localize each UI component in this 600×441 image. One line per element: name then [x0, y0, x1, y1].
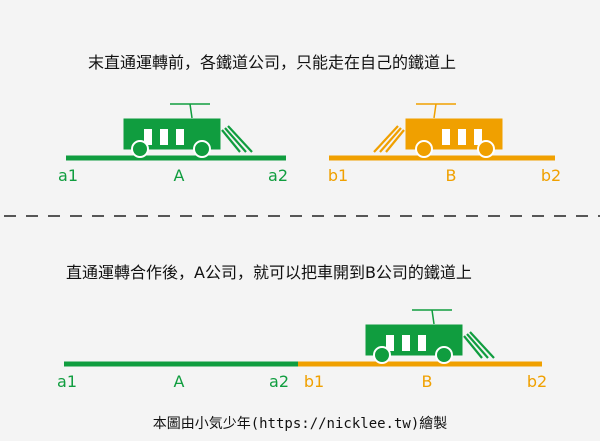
label-a1-top: a1 [58, 166, 78, 185]
label-b1-top: b1 [327, 166, 349, 185]
caption-after: 直通運轉合作後，A公司，就可以把車開到B公司的鐵道上 [66, 263, 472, 282]
tram-b-top [372, 102, 504, 159]
tram-a-top [122, 102, 254, 159]
tram-a-bottom [364, 308, 496, 365]
label-b-top: B [445, 166, 457, 185]
caption-before: 末直通運轉前，各鐵道公司，只能走在自己的鐵道上 [88, 53, 457, 72]
label-b-bottom: B [421, 372, 433, 391]
label-b1-bottom: b1 [303, 372, 325, 391]
label-a1-bottom: a1 [57, 372, 77, 391]
footer-credit: 本圖由小気少年(https://nicklee.tw)繪製 [152, 416, 448, 432]
label-a2-bottom: a2 [269, 372, 289, 391]
label-a2-top: a2 [268, 166, 288, 185]
label-a-bottom: A [173, 372, 185, 391]
label-b2-top: b2 [540, 166, 562, 185]
label-a-top: A [173, 166, 185, 185]
label-b2-bottom: b2 [526, 372, 548, 391]
